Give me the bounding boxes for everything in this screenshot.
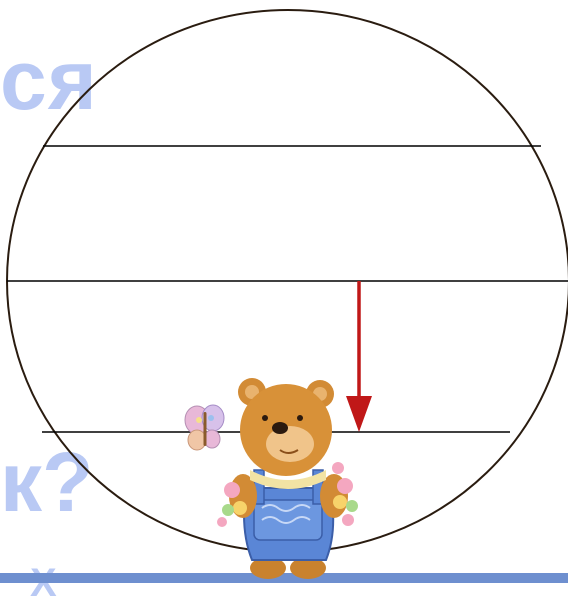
diagram-canvas: [0, 0, 568, 583]
butterfly-icon: [185, 405, 224, 450]
arrow-down-icon: [346, 281, 372, 432]
